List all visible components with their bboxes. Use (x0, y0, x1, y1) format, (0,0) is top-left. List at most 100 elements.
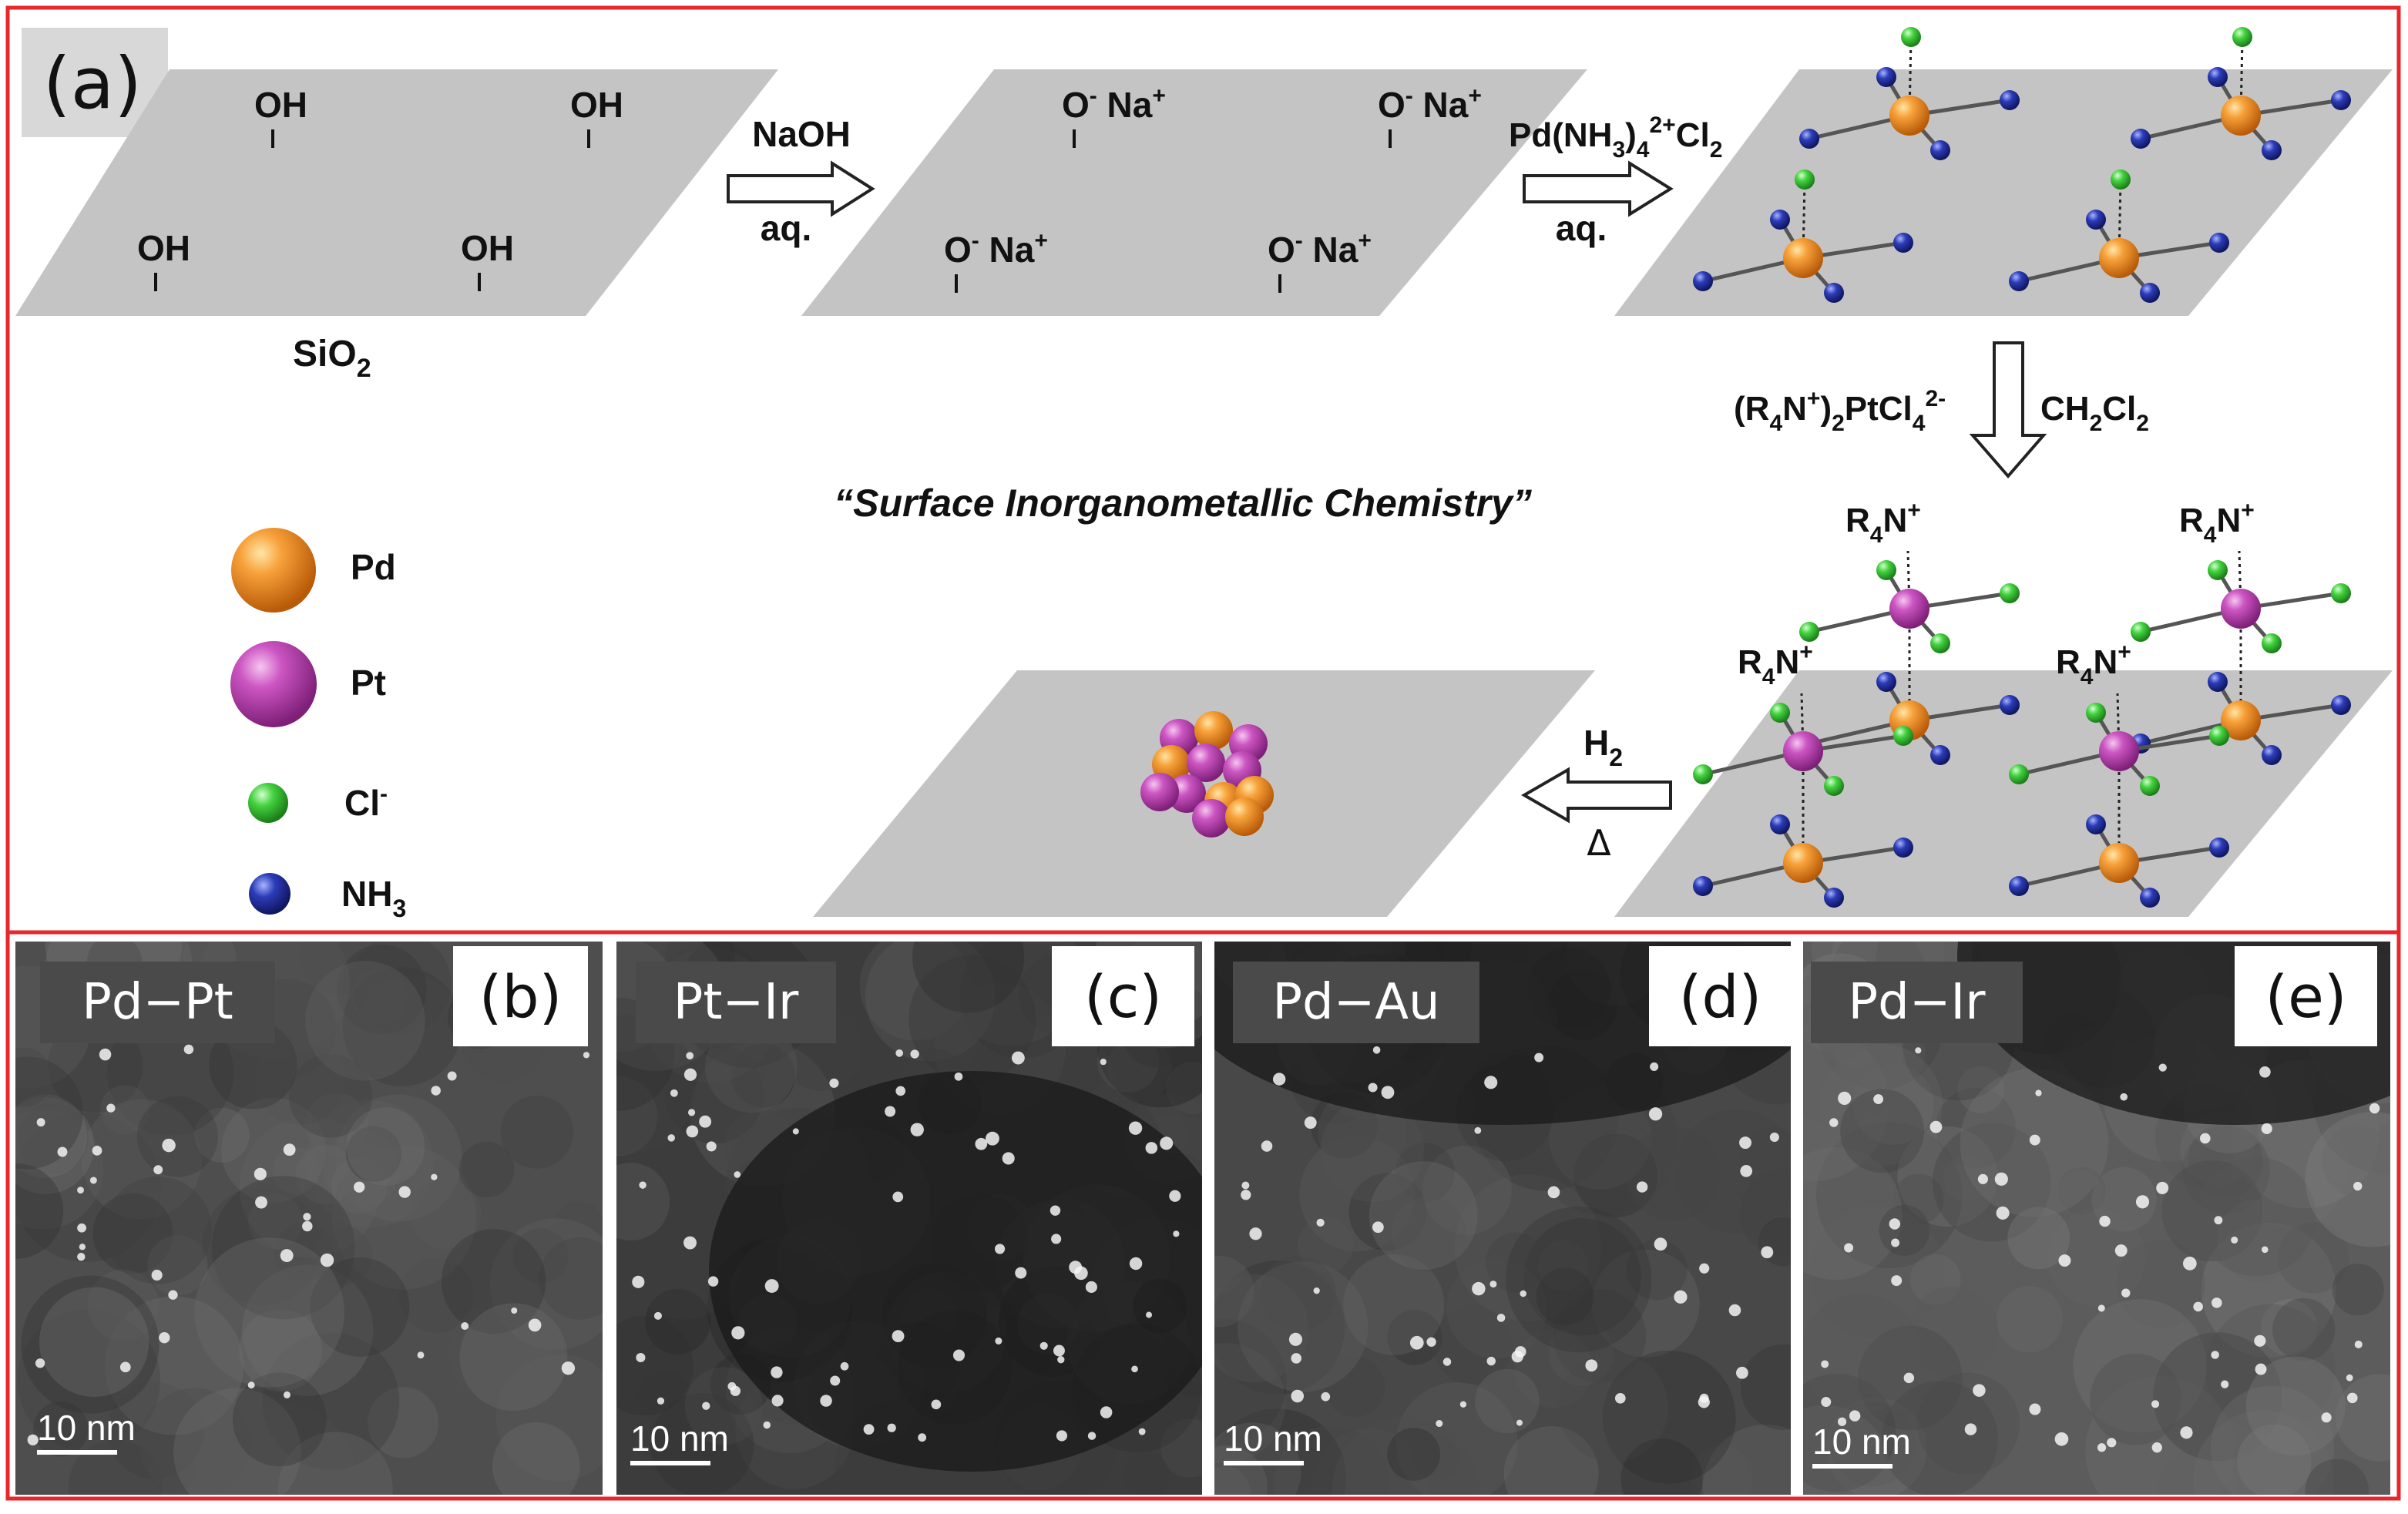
scale-bar (1224, 1461, 1304, 1465)
nanoparticle-spot (1291, 1389, 1305, 1403)
tem-texture (2180, 1111, 2255, 1187)
nanoparticle-spot (153, 1165, 163, 1175)
nanoparticle-spot (1381, 1086, 1395, 1099)
tem-texture (1513, 1329, 1593, 1408)
nanoparticle-spot (280, 1249, 294, 1263)
cl-ligand (2131, 622, 2151, 642)
nanoparticle-spot (653, 1311, 662, 1320)
tem-texture (92, 1193, 173, 1274)
nanoparticle-spot (892, 1330, 905, 1343)
nanoparticle-spot (840, 1361, 849, 1371)
tem-texture (1343, 1254, 1445, 1355)
cl-ligand (2262, 633, 2282, 653)
nanoparticle-spot (2151, 1442, 2162, 1453)
nanoparticle-spot (734, 1171, 741, 1178)
tem-image-b (15, 942, 603, 1495)
nanoparticle-spot (2353, 1181, 2363, 1191)
nanoparticle-spot (1977, 1173, 1988, 1184)
tem-texture (1107, 1036, 1173, 1101)
nanoparticle-spot (89, 1177, 97, 1184)
nh3-ligand (2208, 672, 2228, 692)
nh3-ligand (2262, 745, 2282, 765)
nanoparticle-spot (994, 1244, 1006, 1254)
tem-texture (500, 1095, 574, 1169)
nh3-ligand (1893, 838, 1913, 858)
tem-texture (1626, 1239, 1688, 1301)
step4-reagent: H2 (1584, 723, 1623, 771)
tem-texture (272, 1147, 320, 1195)
panel-letter-label: (b) (453, 946, 588, 1046)
cl-atom (1901, 27, 1921, 47)
tem-texture (139, 1388, 250, 1495)
tem-texture (638, 1371, 692, 1425)
nanoparticle-spot (657, 1397, 665, 1405)
tem-texture (99, 1085, 150, 1135)
cl-ligand (2086, 703, 2106, 723)
tem-texture (539, 1237, 603, 1320)
pd-atom (2099, 238, 2139, 278)
tem-texture (15, 1113, 161, 1262)
nanoparticle-spot (283, 1391, 291, 1398)
nanoparticle-spot (1173, 1230, 1180, 1237)
tem-texture (342, 967, 462, 1087)
tem-texture (1475, 1368, 1540, 1433)
tem-texture (1536, 1267, 1594, 1326)
tem-texture (1297, 1217, 1354, 1273)
scale-bar-label: 10 nm (1812, 1422, 1911, 1462)
nh3-ligand (2209, 233, 2229, 253)
tem-texture (684, 1367, 763, 1445)
legend-pd-label: Pd (351, 547, 396, 587)
tem-texture (2091, 1167, 2157, 1232)
tem-texture (2057, 1167, 2106, 1216)
ionic-interaction-line (2117, 180, 2122, 259)
nanoparticle-spot (1368, 1083, 1378, 1093)
cl-ligand (2208, 560, 2228, 580)
nanoparticle-spot (687, 1109, 696, 1116)
nh3-ligand (2086, 814, 2106, 834)
nanoparticle-spot (247, 1381, 255, 1389)
tem-texture (1320, 1098, 1425, 1203)
cl-ligand (2331, 583, 2351, 603)
nanoparticle-spot (2321, 1412, 2332, 1423)
nh3-ligand (2131, 129, 2151, 149)
nanoparticle-spot (303, 1213, 311, 1221)
nh3-ligand (1824, 888, 1844, 908)
tem-texture (448, 1301, 552, 1405)
step4-condition: Δ (1587, 822, 1611, 864)
cl-ligand (2209, 726, 2229, 746)
nanoparticle-spot (1547, 1186, 1560, 1199)
tem-texture (1557, 1351, 1669, 1462)
tem-composition-label: Pt−Ir (636, 962, 836, 1043)
nanoparticle-spot (1050, 1205, 1061, 1216)
nanoparticle-spot (1636, 1181, 1648, 1193)
sio2-sub: 2 (357, 354, 371, 383)
nanoparticle-spot (27, 1434, 39, 1445)
pd-atom (2099, 843, 2139, 883)
nanoparticle-spot (2199, 1133, 2211, 1144)
cl-ligand (2000, 583, 2020, 603)
pt-legend-sphere (230, 641, 317, 727)
tem-image-d (1214, 942, 1791, 1495)
nh3-ligand (2208, 67, 2228, 87)
nanoparticle-spot (1085, 1281, 1097, 1293)
nanoparticle-spot (1996, 1206, 2010, 1220)
tem-texture (106, 1381, 204, 1479)
nanoparticle-spot (1128, 1121, 1143, 1135)
pt-atom (1192, 799, 1231, 838)
tem-texture (274, 1222, 333, 1281)
tem-texture (136, 1096, 218, 1177)
nanoparticle-spot (686, 1125, 699, 1138)
tem-texture (1214, 1422, 1301, 1495)
nanoparticle-spot (168, 1290, 178, 1300)
tem-texture (1840, 1089, 1925, 1173)
tem-texture (300, 942, 382, 995)
tem-texture (17, 1103, 89, 1174)
tem-texture (242, 1264, 374, 1396)
tem-texture (865, 942, 996, 1062)
tem-texture (512, 1228, 569, 1284)
nanoparticle-spot (1053, 1344, 1065, 1357)
nh3-ligand (1799, 129, 1819, 149)
pd-atom (1889, 96, 1929, 136)
reaction-arrow-right (1523, 160, 1674, 217)
